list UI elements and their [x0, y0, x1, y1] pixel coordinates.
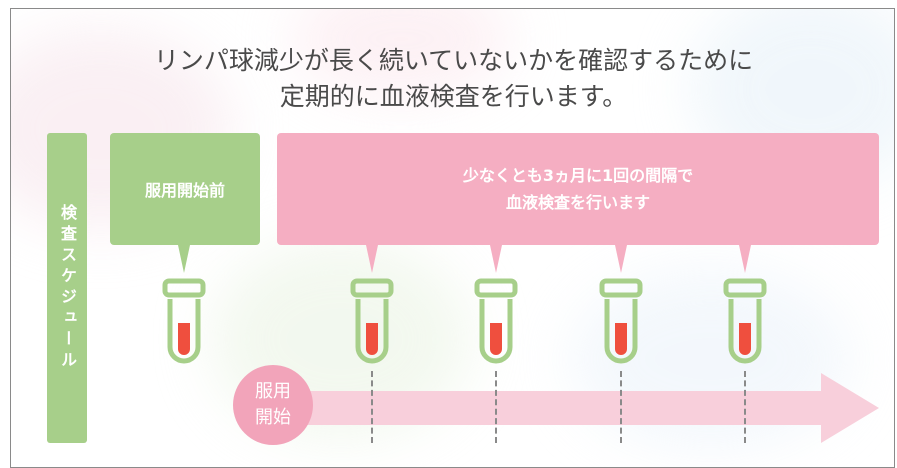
timeline-arrow: [301, 373, 879, 443]
blood-test-tube-icon: [350, 278, 394, 364]
before-start-callout-pointer: [178, 245, 190, 273]
test-date-marker: [620, 371, 622, 443]
interval-callout-pointer: [490, 245, 502, 273]
before-start-label: 服用開始前: [144, 181, 225, 200]
blood-test-tube-icon: [599, 278, 643, 364]
interval-callout: 少なくとも3ヵ月に1回の間隔で 血液検査を行います: [277, 133, 879, 245]
diagram-frame: リンパ球減少が長く続いていないかを確認するために 定期的に血液検査を行います。 …: [10, 8, 895, 468]
before-start-callout: 服用開始前: [110, 133, 260, 245]
interval-text-line-1: 少なくとも3ヵ月に1回の間隔で: [462, 166, 694, 185]
start-marker-line-1: 服用: [255, 381, 291, 402]
headline: リンパ球減少が長く続いていないかを確認するために 定期的に血液検査を行います。: [11, 43, 894, 115]
sidebar-text: 検査スケジュール: [58, 204, 77, 372]
blood-test-tube-icon: [162, 278, 206, 364]
test-date-marker: [495, 371, 497, 443]
start-dosing-marker: 服用 開始: [233, 365, 313, 445]
interval-text-line-2: 血液検査を行います: [505, 193, 650, 212]
blood-test-tube-icon: [723, 278, 767, 364]
test-date-marker: [371, 371, 373, 443]
interval-callout-pointer: [366, 245, 378, 273]
interval-callout-pointer: [739, 245, 751, 273]
test-date-marker: [744, 371, 746, 443]
interval-callout-pointer: [615, 245, 627, 273]
schedule-sidebar-label: 検査スケジュール: [47, 133, 87, 443]
headline-line-2: 定期的に血液検査を行います。: [279, 82, 628, 111]
headline-line-1: リンパ球減少が長く続いていないかを確認するために: [153, 46, 754, 75]
start-marker-line-2: 開始: [255, 407, 291, 428]
blood-test-tube-icon: [474, 278, 518, 364]
